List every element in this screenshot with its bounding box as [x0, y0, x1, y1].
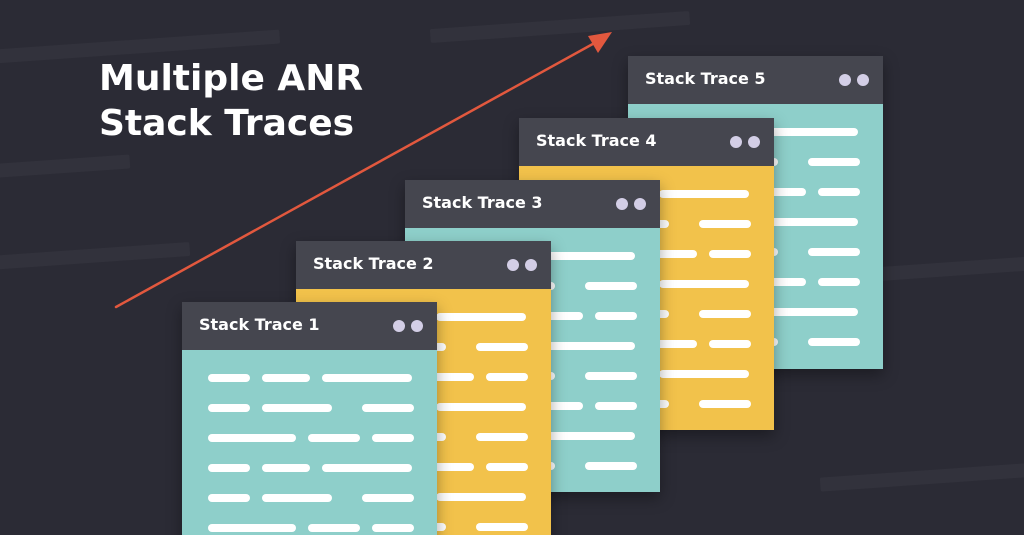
window-dots-icon: [839, 74, 869, 86]
code-line: [585, 372, 637, 380]
code-line: [585, 282, 637, 290]
code-line: [208, 494, 250, 502]
code-line: [808, 248, 860, 256]
code-line: [208, 434, 296, 442]
background-streak: [880, 253, 1024, 281]
code-line: [322, 374, 412, 382]
code-line: [422, 373, 474, 381]
code-line: [362, 494, 414, 502]
code-line: [262, 464, 310, 472]
code-line: [476, 343, 528, 351]
code-line: [208, 464, 250, 472]
code-line: [531, 402, 583, 410]
code-line: [476, 523, 528, 531]
code-line: [372, 434, 414, 442]
code-line: [699, 310, 751, 318]
code-line: [322, 464, 412, 472]
code-line: [659, 280, 749, 288]
code-line: [768, 218, 858, 226]
code-line: [818, 188, 860, 196]
code-line: [545, 432, 635, 440]
code-line: [595, 402, 637, 410]
code-line: [699, 400, 751, 408]
card-header: Stack Trace 5: [628, 56, 883, 104]
trend-arrow-head: [588, 32, 612, 53]
card-header: Stack Trace 4: [519, 118, 774, 166]
card-header: Stack Trace 3: [405, 180, 660, 228]
code-line: [362, 404, 414, 412]
code-line: [645, 340, 697, 348]
code-line: [645, 250, 697, 258]
card-body: [182, 350, 437, 535]
code-line: [585, 462, 637, 470]
code-line: [262, 494, 332, 502]
window-dots-icon: [616, 198, 646, 210]
window-dots-icon: [507, 259, 537, 271]
code-line: [709, 250, 751, 258]
code-line: [262, 404, 332, 412]
card-header: Stack Trace 1: [182, 302, 437, 350]
code-line: [699, 220, 751, 228]
card-title: Stack Trace 4: [536, 131, 657, 150]
code-line: [308, 524, 360, 532]
code-line: [545, 342, 635, 350]
code-line: [436, 403, 526, 411]
code-line: [808, 338, 860, 346]
code-line: [754, 278, 806, 286]
code-line: [768, 128, 858, 136]
code-line: [436, 493, 526, 501]
background-streak: [820, 462, 1024, 491]
code-line: [531, 312, 583, 320]
code-line: [262, 374, 310, 382]
code-line: [476, 433, 528, 441]
card-title: Stack Trace 2: [313, 254, 434, 273]
code-line: [486, 463, 528, 471]
code-line: [808, 158, 860, 166]
code-line: [595, 312, 637, 320]
card-header: Stack Trace 2: [296, 241, 551, 289]
code-line: [709, 340, 751, 348]
code-line: [768, 308, 858, 316]
background-streak: [0, 242, 190, 272]
stack-trace-card-1: Stack Trace 1: [182, 302, 437, 535]
card-title: Stack Trace 5: [645, 69, 766, 88]
code-line: [659, 370, 749, 378]
code-line: [208, 374, 250, 382]
code-line: [436, 313, 526, 321]
background-streak: [0, 154, 130, 179]
code-line: [308, 434, 360, 442]
page-title: Multiple ANR Stack Traces: [99, 56, 419, 146]
background-streak: [430, 11, 690, 43]
card-title: Stack Trace 3: [422, 193, 543, 212]
code-line: [545, 252, 635, 260]
window-dots-icon: [393, 320, 423, 332]
code-line: [486, 373, 528, 381]
code-line: [208, 404, 250, 412]
card-title: Stack Trace 1: [199, 315, 320, 334]
title-line-1: Multiple ANR: [99, 58, 364, 99]
code-line: [818, 278, 860, 286]
code-line: [208, 524, 296, 532]
code-line: [372, 524, 414, 532]
code-line: [659, 190, 749, 198]
window-dots-icon: [730, 136, 760, 148]
title-line-2: Stack Traces: [99, 103, 355, 144]
code-line: [422, 463, 474, 471]
code-line: [754, 188, 806, 196]
